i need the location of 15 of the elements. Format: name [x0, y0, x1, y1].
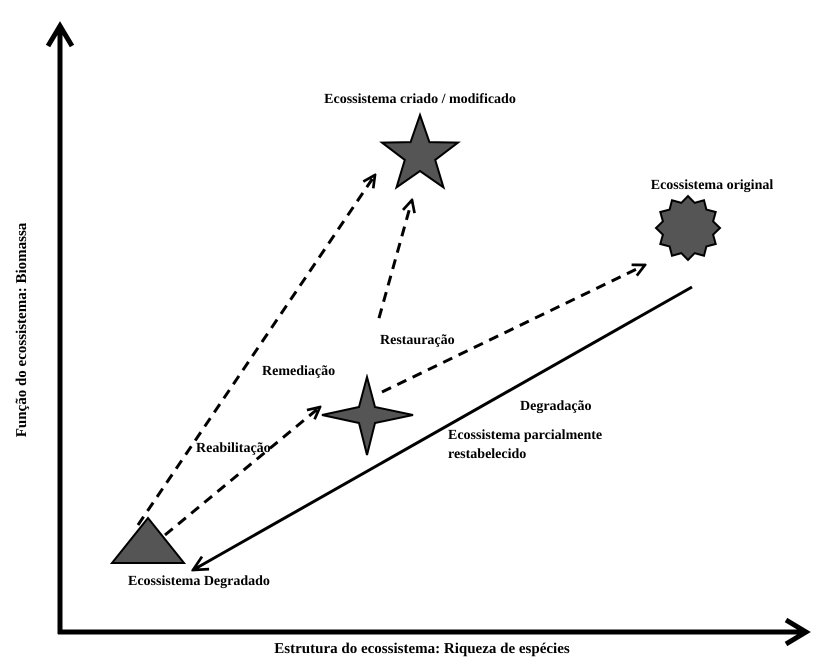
process-label: Restauração: [380, 332, 455, 350]
axis-title: Estrutura do ecossistema: Riqueza de espécies: [274, 640, 570, 659]
node-label: Ecossistema criado / modificado: [323, 91, 517, 109]
axis-title: Função do ecossistema: Biomassa: [12, 222, 31, 438]
node-label: Ecossistema Degradado: [128, 573, 271, 591]
dashed-arrow: [164, 406, 322, 536]
process-label: Degradação: [520, 398, 592, 416]
dashed-arrow: [381, 263, 646, 394]
node-label: Ecossistema original: [650, 177, 774, 195]
dashed-arrow: [378, 198, 416, 319]
node-label: Ecossistema parcialmente restabelecido: [448, 427, 604, 464]
process-label: Remediação: [262, 363, 336, 381]
arrow: [192, 286, 693, 572]
process-label: Reabilitação: [196, 440, 271, 458]
dashed-arrow: [136, 174, 376, 526]
